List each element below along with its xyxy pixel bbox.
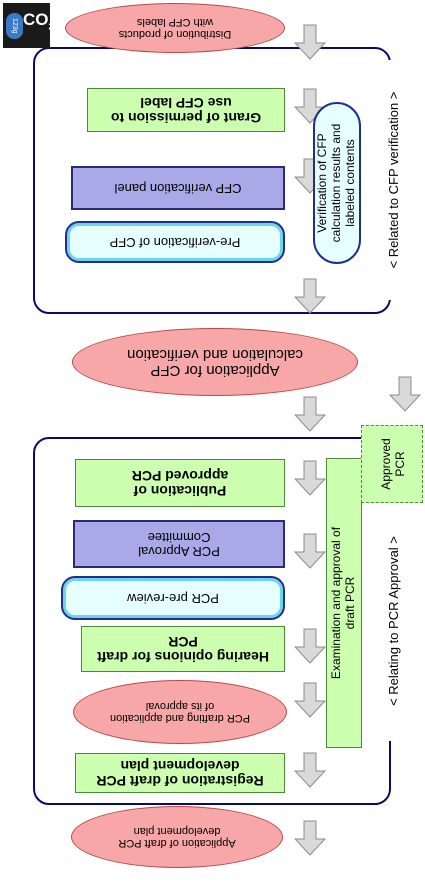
preverification-cfp-box: Pre-verification of CFP bbox=[65, 221, 285, 263]
co2-label-logo: 123g CO2 bbox=[3, 3, 54, 48]
arrow-up-icon bbox=[294, 396, 326, 432]
logo-co2-text: CO2 bbox=[23, 10, 54, 32]
hearing-opinions-box: Hearing opinions for draft PCR bbox=[81, 626, 285, 672]
approved-pcr-label: Approved PCR bbox=[379, 438, 407, 490]
arrow-up-icon bbox=[389, 376, 421, 412]
apply-draft-pcr-ellipse: Application of draft PCR development pla… bbox=[71, 806, 283, 868]
pcr-approval-committee-box: PCR Approval Committee bbox=[73, 520, 285, 568]
logo-weight-badge: 123g bbox=[6, 13, 23, 39]
arrow-up-icon bbox=[294, 278, 326, 314]
pcr-drafting-ellipse: PCR drafting and application of its appr… bbox=[73, 680, 287, 744]
pcr-approval-frame-title: < Relating to PCR Approval > bbox=[384, 501, 404, 741]
arrow-up-icon bbox=[294, 682, 326, 718]
verification-results-side-label: Verification of CFP calculation results … bbox=[315, 123, 357, 243]
apply-cfp-ellipse: Application for CFP calculation and veri… bbox=[72, 328, 358, 396]
distribution-ellipse: Distribution of products with CFP labels bbox=[65, 3, 285, 53]
arrow-up-icon bbox=[294, 533, 326, 569]
arrow-up-icon bbox=[294, 460, 326, 496]
pcr-prereview-box: PCR pre-review bbox=[61, 576, 285, 620]
grant-permission-box: Grant of permission to use CFP label bbox=[87, 88, 285, 132]
arrow-up-icon bbox=[294, 752, 326, 788]
arrow-up-icon bbox=[294, 628, 326, 664]
cfp-verification-frame-title: < Related to CFP verification > bbox=[384, 60, 404, 300]
arrow-up-icon bbox=[294, 820, 326, 856]
register-draft-pcr-box: Registration of draft PCR development pl… bbox=[75, 753, 285, 793]
arrow-up-icon bbox=[294, 24, 326, 60]
exam-approval-side-label: Examination and approval of draft PCR bbox=[329, 526, 357, 680]
publication-approved-pcr-box: Publication of approved PCR bbox=[75, 459, 285, 507]
cfp-verification-panel-box: CFP verification panel bbox=[71, 166, 285, 210]
